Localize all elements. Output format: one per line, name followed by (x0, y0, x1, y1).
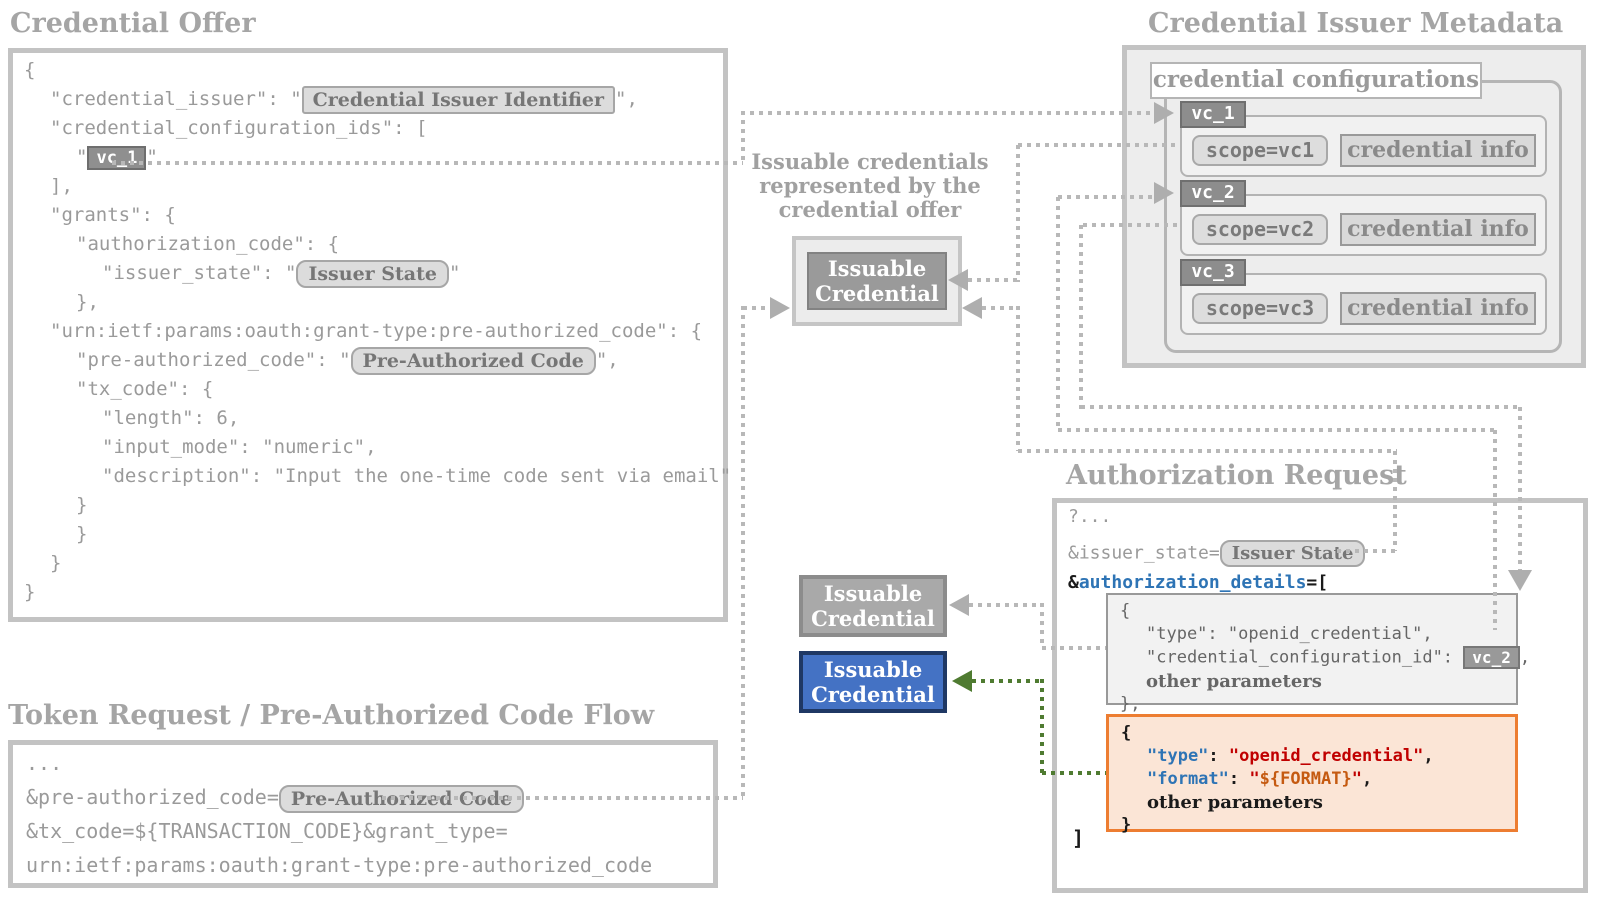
connector-issuerstate-h3 (982, 306, 1020, 310)
code-line: "urn:ietf:params:oauth:grant-type:pre-au… (50, 320, 703, 342)
code-line: "issuer_state": "Issuer State" (24, 259, 731, 288)
pre-authorized-code-pill: Pre-Authorized Code (350, 346, 596, 375)
connector-scopevc2-h (1083, 223, 1180, 227)
details-array-close: ] (1072, 826, 1085, 850)
connector-vc1group-h (1018, 143, 1180, 147)
vc1-chip: vc_1 (87, 145, 147, 170)
vc3-credential-info: credential info (1340, 292, 1536, 325)
issuer-state-param-line: &issuer_state=Issuer State (1068, 540, 1366, 567)
issuer-state-pill-auth: Issuer State (1219, 540, 1366, 567)
connector-preauth-h2 (743, 306, 771, 310)
query-start-line: ?... (1068, 506, 1112, 527)
connector-orangeblock-h2 (972, 679, 1042, 683)
code-line: } (76, 523, 88, 545)
vc3-tag: vc_3 (1180, 259, 1246, 286)
credential-offer-code: { "credential_issuer": "Credential Issue… (24, 56, 731, 607)
code-line: } (50, 552, 62, 574)
token-request-code: ... &pre-authorized_code=Pre-Authorized … (26, 746, 652, 882)
vc2-chip-auth: vc_2 (1463, 646, 1520, 669)
authorization-details-param-line: &authorization_details=[ (1068, 572, 1329, 593)
credential-issuer-identifier-chip: Credential Issuer Identifier (301, 85, 616, 114)
code-line: ], (50, 175, 73, 197)
issuer-metadata-title: Credential Issuer Metadata (1148, 8, 1564, 39)
issuable-credential-gray-box: Issuable Credential (799, 575, 947, 637)
token-request-box (8, 740, 718, 888)
code-line: }, (76, 291, 99, 313)
arrow-into-blue-issuable (952, 670, 972, 692)
connector-issuerstate-v2 (1016, 306, 1020, 451)
code-line: "description": "Input the one-time code … (102, 465, 732, 487)
code-line: "tx_code": { (76, 378, 214, 400)
connector-preauth-h (382, 796, 743, 800)
code-line: "vc_1" (76, 145, 158, 170)
connector-vc2chip-h2 (1058, 195, 1154, 199)
arrow-into-vc2-tag (1154, 182, 1174, 204)
issuable-credential-offer-frame: Issuable Credential (792, 236, 962, 326)
connector-scopevc2-h2 (1081, 405, 1522, 409)
code-line: "grants": { (50, 204, 176, 226)
connector-grayblock-v (1040, 603, 1044, 648)
vc2-scope-chip: scope=vc2 (1192, 214, 1328, 245)
connector-orangeblock-v (1040, 679, 1044, 773)
connector-vc1-offer-h2 (741, 111, 1154, 115)
code-line: urn:ietf:params:oauth:grant-type:pre-aut… (26, 853, 653, 877)
authorization-details-block-format: { "type": "openid_credential", "format":… (1106, 714, 1518, 835)
connector-scopevc2-v2 (1518, 407, 1522, 571)
connector-vc1-offer-h (112, 161, 743, 165)
arrow-into-issuable-from-vc1 (948, 269, 968, 291)
authorization-details-block-vc2: { "type": "openid_credential", "credenti… (1106, 593, 1530, 714)
credential-offer-box (8, 48, 728, 622)
connector-vc1-offer-v (741, 111, 745, 163)
code-line: "credential_issuer": "Credential Issuer … (24, 85, 731, 114)
connector-vc1group-h2 (968, 278, 1020, 282)
arrow-into-issuable-from-issuerstate (962, 297, 982, 319)
arrow-into-vc1-tag (1154, 102, 1174, 124)
format-placeholder: ${FORMAT} (1259, 769, 1352, 789)
issuable-credential-blue-box: Issuable Credential (799, 651, 947, 713)
vc1-tag: vc_1 (1180, 101, 1246, 128)
arrow-into-gray-issuable (949, 594, 969, 616)
code-line: ... (26, 751, 63, 775)
authorization-request-title: Authorization Request (1066, 460, 1407, 491)
credential-offer-title: Credential Offer (10, 8, 256, 39)
connector-issuerstate-v (1393, 451, 1397, 551)
other-parameters-label: other parameters (1146, 670, 1322, 692)
connector-preauth-v (741, 306, 745, 798)
code-line: &tx_code=${TRANSACTION_CODE}&grant_type= (26, 819, 508, 843)
vc2-credential-info: credential info (1340, 213, 1536, 246)
code-line: "authorization_code": { (76, 233, 340, 255)
connector-issuerstate-h2 (1018, 449, 1397, 453)
token-request-title: Token Request / Pre-Authorized Code Flow (8, 700, 655, 731)
arrow-into-details-block (1508, 570, 1532, 591)
code-line: "length": 6, (102, 407, 240, 429)
issuable-credentials-note: Issuable credentials represented by the … (751, 149, 989, 222)
code-line: } (24, 581, 36, 603)
connector-issuerstate-h (1337, 549, 1397, 553)
vc1-scope-chip: scope=vc1 (1192, 135, 1328, 166)
code-line: "pre-authorized_code": "Pre-Authorized C… (24, 346, 731, 375)
arrow-into-issuable-from-preauth (770, 297, 790, 319)
connector-grayblock-h (1042, 646, 1106, 650)
connector-vc1group-v (1016, 145, 1020, 282)
connector-grayblock-h2 (969, 603, 1042, 607)
code-line: "input_mode": "numeric", (102, 436, 377, 458)
vc3-scope-chip: scope=vc3 (1192, 293, 1328, 324)
code-line: { (24, 59, 36, 81)
connector-scopevc2-v (1079, 225, 1083, 409)
code-line: } (76, 494, 88, 516)
issuable-credential-offer-box: Issuable Credential (807, 252, 947, 310)
connector-vc2chip-v2 (1056, 197, 1060, 430)
connector-orangeblock-h (1042, 771, 1106, 775)
vc2-tag: vc_2 (1180, 180, 1246, 207)
code-line: "credential_configuration_ids": [ (50, 117, 428, 139)
issuer-state-pill: Issuer State (296, 259, 449, 288)
credential-configurations-label: credential configurations (1150, 62, 1482, 99)
connector-vc2chip-h (1058, 428, 1497, 432)
vc1-credential-info: credential info (1340, 134, 1536, 167)
other-parameters-label: other parameters (1147, 792, 1323, 813)
connector-vc2chip-v (1493, 430, 1497, 630)
